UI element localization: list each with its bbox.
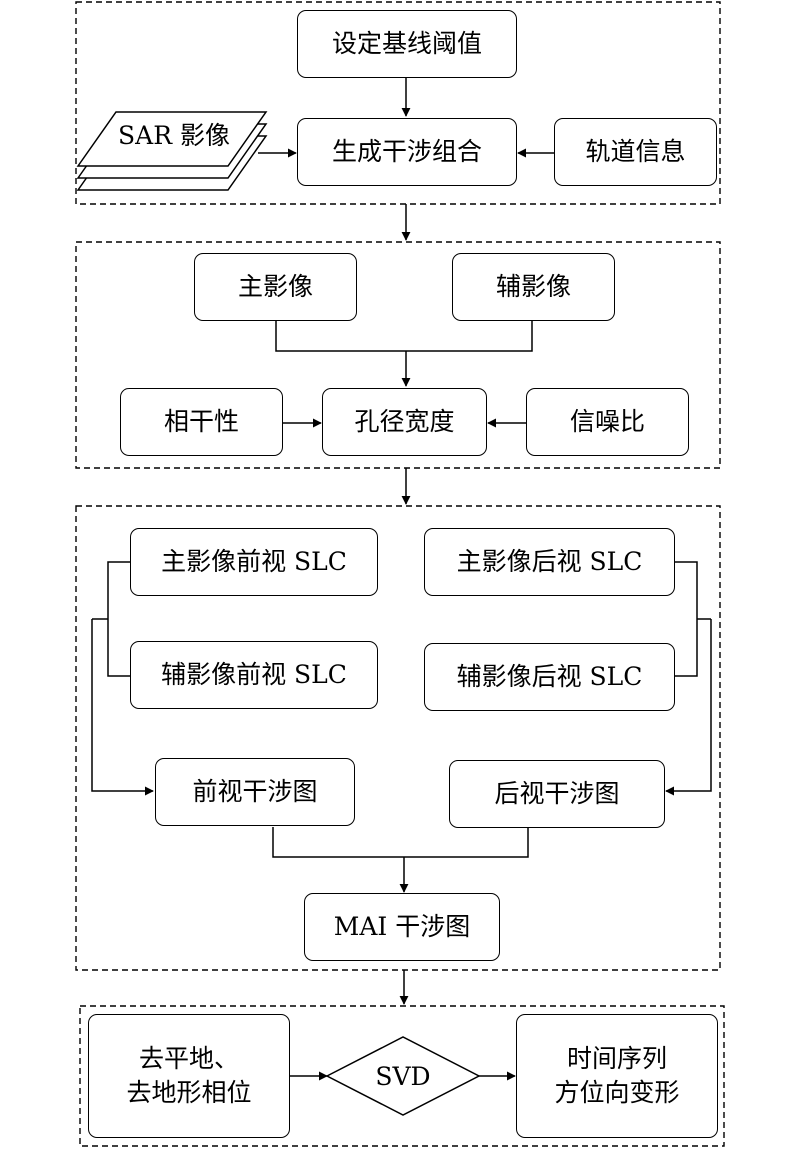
time-series-label: 时间序列 xyxy=(566,1044,667,1074)
section-1-frame xyxy=(75,1,721,205)
section-3-frame xyxy=(75,505,721,971)
set-baseline-threshold-box: 设定基线阈值 xyxy=(297,10,517,78)
time-series-azimuth-deformation-box: 时间序列 方位向变形 xyxy=(516,1014,718,1138)
slave-forward-slc-box: 辅影像前视 SLC xyxy=(130,641,378,709)
mai-interferogram-box: MAI 干涉图 xyxy=(304,893,500,961)
sar-image-label: SAR 影像 xyxy=(118,121,230,150)
azimuth-deformation-label: 方位向变形 xyxy=(554,1078,680,1107)
generate-interferogram-pairs-box: 生成干涉组合 xyxy=(297,118,517,186)
slave-backward-slc-box: 辅影像后视 SLC xyxy=(424,643,675,711)
slave-image-box: 辅影像 xyxy=(452,253,615,321)
aperture-width-box: 孔径宽度 xyxy=(322,388,487,456)
backward-interferogram-box: 后视干涉图 xyxy=(449,760,665,828)
snr-box: 信噪比 xyxy=(526,388,689,456)
remove-topo-label: 去地形相位 xyxy=(126,1078,252,1107)
remove-flat-label: 去平地、 xyxy=(138,1044,239,1074)
forward-interferogram-box: 前视干涉图 xyxy=(155,758,355,826)
section-2-frame xyxy=(75,241,721,469)
orbit-info-box: 轨道信息 xyxy=(554,118,717,186)
sar-image-stack xyxy=(76,111,268,191)
svd-diamond xyxy=(325,1036,481,1116)
coherence-box: 相干性 xyxy=(120,388,283,456)
master-forward-slc-box: 主影像前视 SLC xyxy=(130,528,378,596)
section-4-frame xyxy=(79,1005,725,1147)
svd-label: SVD xyxy=(375,1061,431,1091)
remove-flat-topo-phase-box: 去平地、 去地形相位 xyxy=(88,1014,290,1138)
master-image-box: 主影像 xyxy=(194,253,357,321)
master-backward-slc-box: 主影像后视 SLC xyxy=(424,528,675,596)
